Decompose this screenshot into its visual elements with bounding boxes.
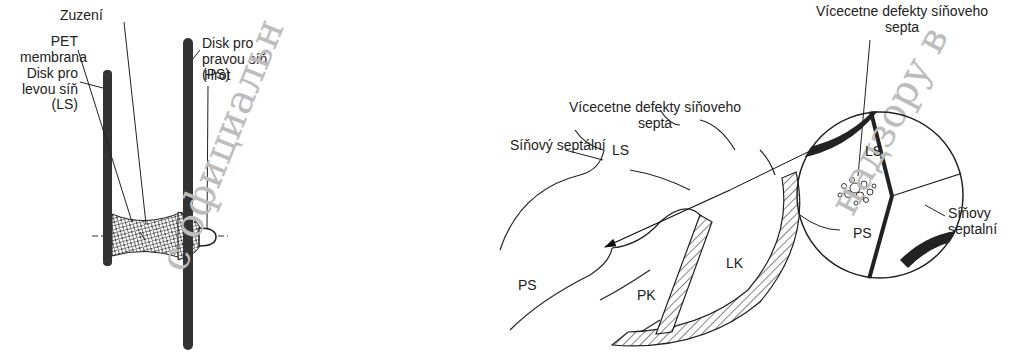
chamber-label: PK (637, 288, 667, 304)
ventricular-septum (656, 215, 712, 334)
inset-leader (730, 150, 812, 190)
chamber-label: LS (865, 144, 882, 159)
pointer-arrow (605, 190, 730, 247)
inset-circle-outline (797, 112, 963, 278)
part-label: Disk pro levou síň (LS) (4, 66, 78, 113)
annotation: Vícecetne defekty síňoveho septa (812, 4, 992, 35)
chamber-label: LK (726, 256, 756, 272)
chamber-label: LS (612, 143, 642, 159)
ventricle-wall (612, 172, 800, 346)
watermark: надзору в (820, 19, 957, 222)
annotation: Vícecetne defekty síňoveho septa (565, 100, 745, 131)
chamber-label: PS (853, 226, 872, 241)
inset-circle: LS PS (795, 110, 965, 280)
chamber-label: PS (518, 278, 548, 294)
part-label: Zuzení (60, 8, 130, 24)
part-label: PET membrana (20, 34, 78, 65)
inset-outline (795, 110, 965, 280)
